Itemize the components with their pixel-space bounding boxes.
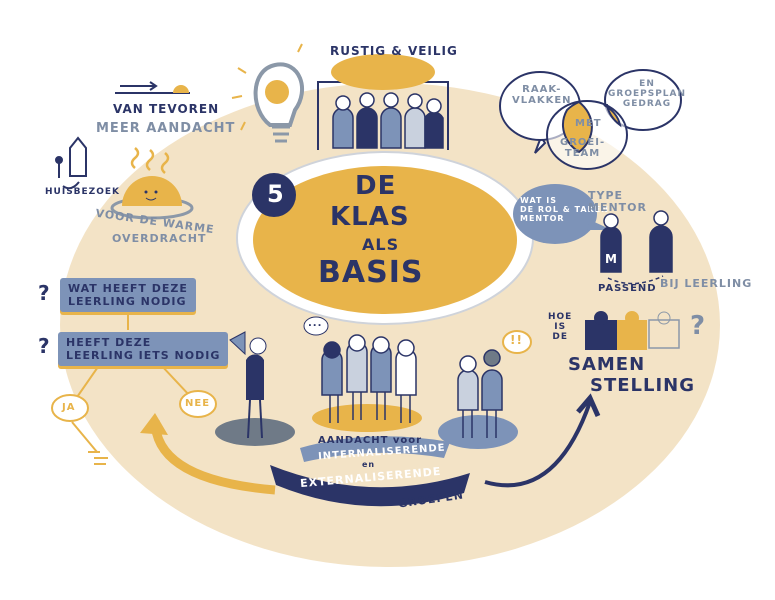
externaliserende-banner bbox=[270, 465, 470, 507]
heeft-leerling-iets-nodig-box: HEEFT DEZE LEERLING IETS NODIG bbox=[58, 332, 229, 367]
rustig-veilig-label: RUSTIG & VEILIG bbox=[330, 44, 458, 58]
warme-overdracht-line2: OVERDRACHT bbox=[112, 232, 207, 245]
title-de: DE bbox=[355, 171, 397, 201]
internaliserende-banner bbox=[300, 436, 450, 462]
center-gold-ellipse bbox=[253, 166, 517, 314]
groeiteam-label: GROEI- TEAM bbox=[560, 137, 606, 159]
smiling-sun-icon bbox=[110, 147, 194, 220]
mentor-question-label: WAT IS DE ROL & TAKEN MENTOR bbox=[520, 196, 609, 223]
met-label: MET bbox=[575, 118, 602, 129]
question-mark-icon: ? bbox=[38, 281, 51, 305]
right-arrow bbox=[484, 393, 601, 488]
wat-heeft-leerling-nodig-box: WAT HEEFT DEZE LEERLING NODIG bbox=[60, 278, 196, 313]
passend-label: PASSEND bbox=[598, 283, 657, 294]
samen-label: SAMEN bbox=[568, 354, 646, 375]
title-basis: BASIS bbox=[318, 255, 424, 290]
type-mentor-label: TYPE MENTOR bbox=[588, 189, 647, 215]
meer-aandacht-label: MEER AANDACHT bbox=[96, 121, 236, 136]
aandacht-voor-label: AANDACHT voor bbox=[318, 435, 423, 446]
chapter-number: 5 bbox=[267, 180, 285, 208]
puzzle-pieces-icon bbox=[585, 311, 680, 350]
left-flow-lines bbox=[51, 305, 276, 495]
house-icon bbox=[55, 136, 87, 190]
title-als: ALS bbox=[362, 235, 400, 254]
huisbezoek-label: HUISBEZOEK bbox=[45, 187, 120, 197]
lightbulb-icon bbox=[231, 43, 305, 143]
mentor-m-label: M bbox=[605, 252, 618, 266]
stelling-label: STELLING bbox=[590, 375, 696, 396]
hoe-is-de-label: HOE IS DE bbox=[548, 312, 573, 342]
exclaim-label: !! bbox=[510, 333, 523, 347]
number-circle bbox=[252, 173, 296, 217]
ja-label: JA bbox=[62, 402, 76, 413]
groepsplan-label: EN GROEPSPLAN GEDRAG bbox=[608, 79, 687, 109]
title-klas: KLAS bbox=[330, 202, 410, 232]
classroom-icon bbox=[317, 54, 449, 150]
speaker-figure bbox=[215, 331, 295, 446]
en-label: en bbox=[362, 460, 376, 469]
van-tevoren-label: VAN TEVOREN bbox=[113, 102, 220, 116]
nee-label: NEE bbox=[185, 398, 211, 409]
group-figures bbox=[303, 316, 532, 449]
bij-leerling-label: BIJ LEERLING bbox=[660, 277, 753, 290]
venn-speech-bubbles bbox=[499, 69, 682, 170]
puzzle-question-mark: ? bbox=[690, 311, 707, 341]
speech-dots: ... bbox=[308, 318, 323, 329]
raakvlakken-label: RAAK- VLAKKEN bbox=[512, 84, 572, 106]
mentor-question-bubble bbox=[513, 184, 612, 244]
mentor-figures bbox=[600, 210, 673, 285]
question-mark-icon: ? bbox=[38, 334, 51, 358]
timeline-arrow-icon bbox=[115, 81, 190, 94]
